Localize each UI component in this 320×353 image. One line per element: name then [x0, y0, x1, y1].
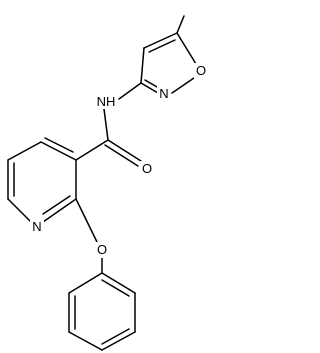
isoxazole-oxygen-label: O — [196, 63, 206, 78]
pyridine-n-c2-bond — [42, 198, 77, 223]
carbonyl-oxygen-background — [140, 161, 154, 177]
phenyl-c-d-bond — [101, 331, 136, 351]
carbonyl-oxygen-label: O — [142, 161, 152, 176]
nh-carbonyl-carbon-bond — [103, 108, 109, 141]
isoxazole-nitrogen-label: N — [159, 86, 168, 101]
ether-oxygen-background — [95, 242, 109, 258]
phenyl-a-b-bond — [101, 272, 136, 294]
pyridine-c4-c5-bond — [7, 141, 42, 161]
pyridine-c3-c4-bond — [40, 141, 77, 161]
atom-label-layer: O N NH O N O — [30, 63, 208, 258]
phenyl-a-b-inner-bond — [101, 279, 130, 297]
isoxazole-c5-o-bond — [176, 32, 197, 65]
phenyl-c-d-inner-bond — [101, 328, 130, 345]
isoxazole-n-c3-bond — [140, 82, 159, 94]
carbonyl-pyridine-bond — [75, 139, 109, 161]
pyridine-nitrogen-background — [30, 219, 44, 235]
isoxazole-n-c3-inner-bond — [144, 79, 158, 88]
isoxazole-oxygen-background — [194, 63, 208, 79]
carbonyl-double-bond-a — [107, 139, 142, 162]
pyridine-nitrogen-label: N — [32, 219, 41, 234]
phenyl-d-e-bond — [68, 331, 103, 351]
c3-nh-bond — [118, 82, 142, 100]
isoxazole-o-n-bond — [171, 77, 195, 94]
amide-nh-label: NH — [97, 94, 116, 109]
ether-oxygen-label: O — [97, 242, 107, 257]
isoxazole-nitrogen-background — [157, 85, 171, 101]
pyridine-ether-bond — [75, 198, 98, 243]
pyridine-c3-c4-inner-bond — [44, 137, 74, 153]
amide-nh-background — [94, 93, 118, 109]
bond-layer — [7, 15, 197, 351]
molecule-structure: O N NH O N O — [7, 15, 208, 351]
isoxazole-c3-c4-bond — [140, 47, 145, 84]
pyridine-n-c2-inner-bond — [42, 195, 71, 215]
pyridine-c6-n-bond — [7, 198, 32, 223]
isoxazole-c4-c5-bond — [143, 32, 178, 49]
phenyl-f-a-bond — [68, 272, 103, 294]
methyl-bond — [176, 15, 185, 34]
isoxazole-c4-c5-inner-bond — [148, 39, 176, 53]
carbonyl-double-bond-b — [104, 144, 139, 167]
